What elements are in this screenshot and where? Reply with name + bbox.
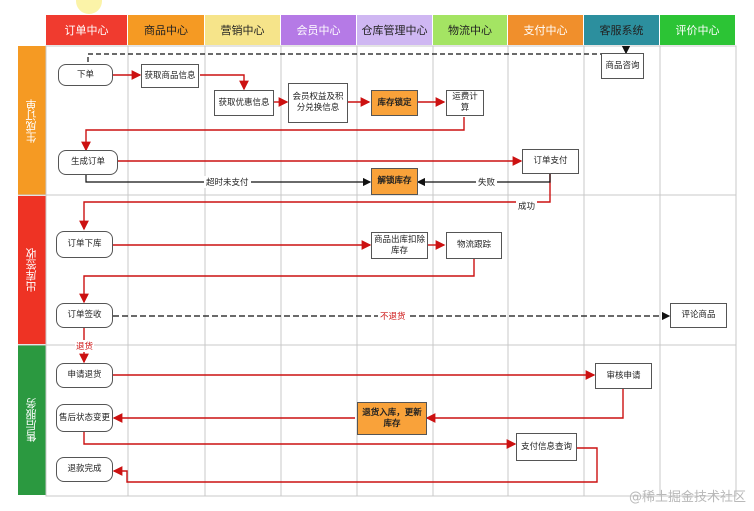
label-success: 成功 <box>516 200 538 212</box>
node-review-product: 评论商品 <box>670 303 727 328</box>
column-header-0: 订单中心 <box>46 15 128 45</box>
node-stock-lock: 库存锁定 <box>371 90 418 116</box>
node-get-product-info: 获取商品信息 <box>141 64 199 88</box>
watermark: @稀土掘金技术社区 <box>628 490 746 505</box>
node-member-rights: 会员权益及积分兑换信息 <box>288 83 348 123</box>
node-get-promo-info: 获取优惠信息 <box>214 90 274 116</box>
arrow-pay-query-to-refund <box>112 447 598 483</box>
label-timeout: 超时未支付 <box>204 176 251 188</box>
node-order-ship: 订单下库 <box>56 231 113 258</box>
lane-after-sales: 售后服务 <box>18 345 46 495</box>
column-header-2: 营销中心 <box>205 15 281 45</box>
node-freight-calc: 运费计算 <box>446 90 484 116</box>
highlight-blob <box>76 0 102 14</box>
node-generate-order: 生成订单 <box>58 150 118 175</box>
label-fail: 失败 <box>476 176 498 188</box>
node-return-stock: 退货入库，更新库存 <box>357 402 427 435</box>
node-audit-apply: 审核申请 <box>595 363 652 389</box>
label-no-return: 不退货 <box>378 310 408 322</box>
lane-outbound-sign: 出库签收 <box>18 196 46 344</box>
arrow-product-to-promo <box>200 74 249 91</box>
arrow-audit-to-stock <box>425 389 624 423</box>
node-refund-done: 退款完成 <box>56 457 113 482</box>
node-after-sales-status: 售后状态变更 <box>56 404 113 432</box>
node-product-consult: 商品咨询 <box>601 53 644 79</box>
arrow-pay-success <box>79 174 551 231</box>
node-unlock-stock: 解锁库存 <box>371 168 418 195</box>
column-header-5: 物流中心 <box>433 15 508 45</box>
node-order-sign: 订单签收 <box>56 303 113 328</box>
node-pay-info-query: 支付信息查询 <box>516 433 577 461</box>
column-header-3: 会员中心 <box>281 15 357 45</box>
column-header-1: 商品中心 <box>128 15 205 45</box>
arrow-fail-unlock <box>416 174 551 187</box>
label-return: 退货 <box>75 340 95 352</box>
column-header-4: 仓库管理中心 <box>357 15 433 45</box>
arrow-timeout-unlock <box>85 175 372 187</box>
arrow-status-to-pay-query <box>83 432 517 449</box>
lane-generate-order: 生成订单 <box>18 46 46 195</box>
node-logistics-track: 物流跟踪 <box>446 232 502 259</box>
column-header-6: 支付中心 <box>508 15 584 45</box>
node-apply-return: 申请退货 <box>56 363 113 388</box>
column-header-8: 评价中心 <box>660 15 736 45</box>
arrow-track-to-sign <box>79 259 475 304</box>
column-header-7: 客服系统 <box>584 15 660 45</box>
arrow-freight-to-generate <box>81 117 465 152</box>
node-place-order: 下单 <box>58 64 113 86</box>
node-order-pay: 订单支付 <box>522 149 579 174</box>
grid <box>18 45 737 497</box>
node-goods-out: 商品出库扣除库存 <box>371 232 428 259</box>
